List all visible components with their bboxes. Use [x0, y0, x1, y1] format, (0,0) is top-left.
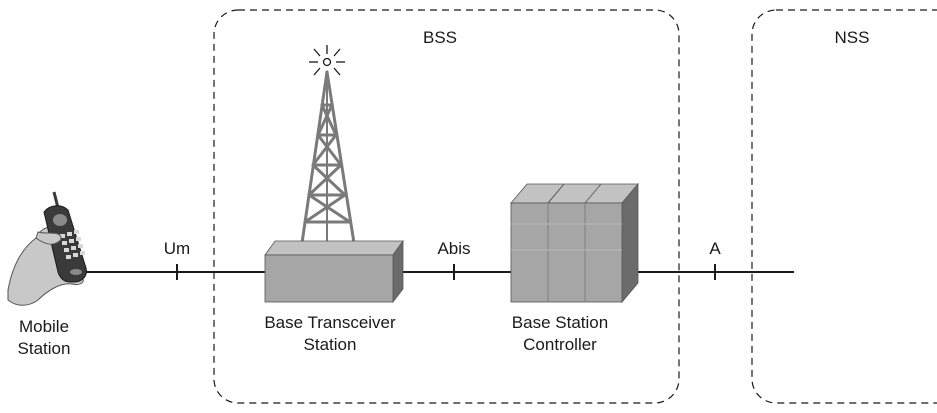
bss-label: BSS [422, 28, 458, 47]
mobile-station-label: Mobile Station [0, 316, 88, 360]
bts-box [264, 239, 404, 304]
a-interface-label: A [709, 239, 721, 258]
bsc-cabinet [510, 182, 639, 304]
bsc-label: Base Station Controller [475, 312, 645, 356]
um-interface-label: Um [163, 239, 191, 258]
bss-group-box [213, 9, 680, 404]
nss-group-box [751, 9, 937, 404]
bts-label: Base Transceiver Station [235, 312, 425, 356]
bts-label-line1: Base Transceiver [264, 313, 396, 332]
mobile-station-label-line1: Mobile [18, 317, 70, 336]
signal-burst-icon [309, 45, 345, 76]
antenna-tower-icon [300, 70, 356, 245]
mobile-phone-icon [7, 191, 87, 306]
bsc-label-line1: Base Station [511, 313, 609, 332]
bts-label-line2: Station [303, 335, 357, 354]
bsc-label-line2: Controller [523, 335, 597, 354]
mobile-station-label-line2: Station [17, 339, 71, 358]
abis-interface-label: Abis [437, 239, 471, 258]
nss-label: NSS [834, 28, 870, 47]
